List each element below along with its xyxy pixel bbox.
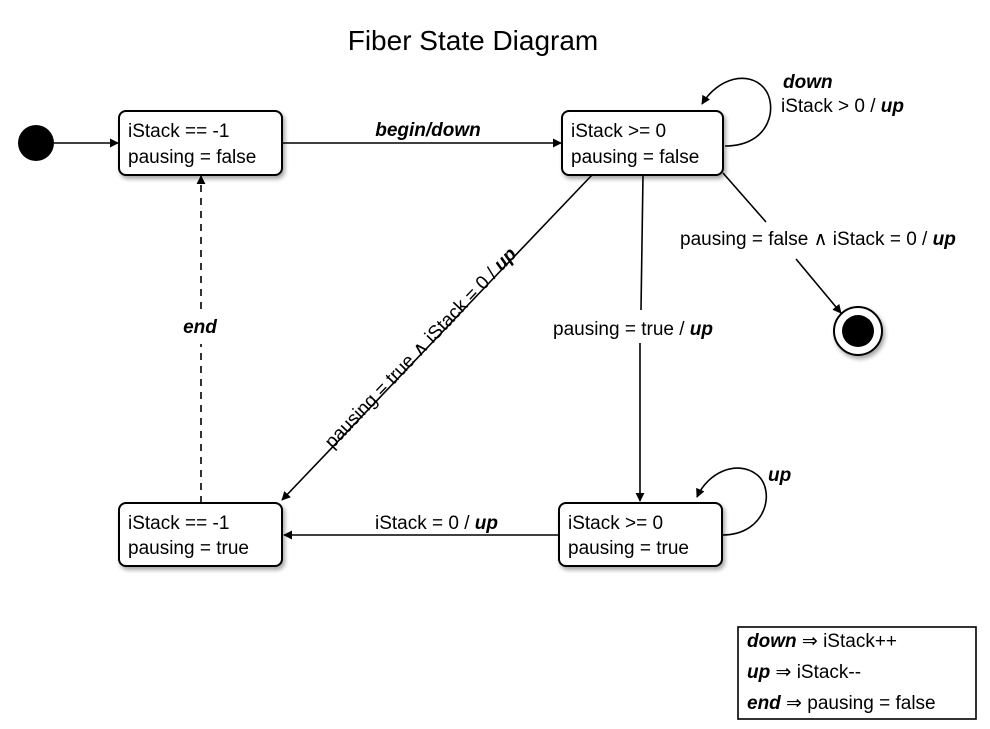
transition-final-guard: pausing = false ∧ iStack = 0 / — [680, 229, 933, 250]
transition-pause-action: up — [690, 319, 713, 340]
state-running: iStack >= 0 pausing = false — [561, 110, 724, 176]
legend-term-up: up — [747, 662, 770, 683]
state-paused-done: iStack == -1 pausing = true — [118, 502, 283, 567]
transition-bottom-action: up — [475, 513, 498, 534]
legend-def-end: ⇒ pausing = false — [781, 693, 936, 714]
self-loop-down-guard: iStack > 0 / — [781, 96, 881, 117]
transition-bottom-label: iStack = 0 / up — [375, 513, 498, 534]
state-running-line1: iStack >= 0 — [571, 121, 666, 142]
self-loop-down-event: down — [783, 72, 833, 93]
state-pausing-line1: iStack >= 0 — [568, 513, 663, 534]
diagram-title: Fiber State Diagram — [348, 25, 599, 56]
self-loop-down-arrow — [701, 77, 772, 147]
legend-term-down: down — [747, 631, 797, 652]
state-paused-done-line2: pausing = true — [128, 538, 249, 559]
state-paused-done-line1: iStack == -1 — [128, 513, 229, 534]
transition-diagonal-arrow — [281, 174, 593, 501]
state-idle: iStack == -1 pausing = false — [118, 110, 283, 176]
legend-def-up: ⇒ iStack-- — [770, 662, 861, 683]
legend-item-end: end ⇒ pausing = false — [747, 693, 936, 714]
transition-final-label: pausing = false ∧ iStack = 0 / up — [680, 229, 956, 250]
state-idle-line2: pausing = false — [128, 147, 256, 168]
legend-box: down ⇒ iStack++ up ⇒ iStack-- end ⇒ paus… — [737, 626, 977, 720]
transition-final-arrow-top — [722, 172, 767, 223]
self-loop-down-action: up — [881, 96, 904, 117]
transition-pause-arrow-top — [640, 174, 644, 311]
legend-item-down: down ⇒ iStack++ — [747, 631, 897, 652]
legend-term-end: end — [747, 693, 781, 714]
initial-state-node — [18, 125, 54, 161]
transition-begin-label: begin/down — [375, 120, 481, 141]
legend-def-down: ⇒ iStack++ — [797, 631, 897, 652]
transition-pause-guard: pausing = true / — [553, 319, 690, 340]
transition-bottom-guard: iStack = 0 / — [375, 513, 475, 534]
transition-diagonal-guard: pausing = true ∧ iStack = 0 / — [321, 261, 505, 453]
self-loop-up-arrow — [696, 467, 768, 536]
state-idle-line1: iStack == -1 — [128, 121, 229, 142]
final-state-node — [833, 306, 883, 356]
transition-diagonal-label: pausing = true ∧ iStack = 0 / up — [321, 244, 521, 453]
self-loop-up-label: up — [768, 465, 791, 486]
state-pausing-line2: pausing = true — [568, 538, 689, 559]
transition-pause-label: pausing = true / up — [553, 319, 713, 340]
transition-final-arrow — [795, 258, 842, 314]
state-pausing: iStack >= 0 pausing = true — [558, 502, 723, 567]
transition-final-action: up — [933, 229, 956, 250]
transition-end-label: end — [183, 317, 217, 338]
legend-item-up: up ⇒ iStack-- — [747, 662, 861, 683]
state-running-line2: pausing = false — [571, 147, 699, 168]
self-loop-down-label: iStack > 0 / up — [781, 96, 904, 117]
